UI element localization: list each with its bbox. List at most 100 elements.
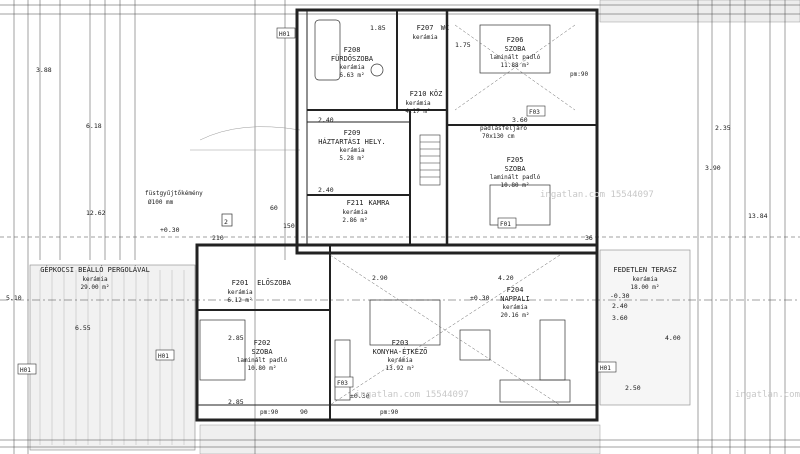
dim: 5.10 [6,294,22,302]
room-label-f203: F203 KONYHA-ÉTKEZŐ kerámia 13.92 m² [373,339,428,372]
room-floor: kerámia [502,304,528,311]
room-label-f202: F202 SZOBA laminált padló 10.80 m² [237,339,288,372]
attic-note: padlásfeljáró [480,125,527,132]
level-mark: +0.30 [160,226,180,234]
room-name: KÖZ [430,89,443,98]
dim: 3.90 [705,164,721,172]
level-mark: -0.30 [610,292,630,300]
outdoor-label-carport: GÉPKOCSI BEÁLLÓ PERGOLÁVAL kerámia 29.00… [40,265,150,291]
dim: 2.50 [625,384,641,392]
room-floor: kerámia [339,64,365,71]
tag-boxes: H01 F03 F01 H01 H01 H01 F03 pm:90 pm:90 … [17,27,617,416]
room-name: HÁZTARTÁSI HELY. [318,137,385,146]
room-label-f207: F207 WC kerámia [412,24,449,41]
room-floor: laminált padló [490,54,541,61]
room-floor: kerámia [387,357,413,364]
room-id: F209 [344,129,361,137]
outdoor-name: GÉPKOCSI BEÁLLÓ PERGOLÁVAL [40,265,150,274]
dim: 2.40 [612,302,628,310]
room-label-f208: F208 FÜRDŐSZOBA kerámia 6.63 m² [331,46,374,79]
dim: 2.90 [372,274,388,282]
room-name: NAPPALI [500,295,530,303]
room-id: F207 [417,24,434,32]
bed-icon [199,319,246,381]
dim: 2.40 [318,186,334,194]
walls [195,8,599,422]
room-id: F202 [254,339,271,347]
room-name: WC [441,24,449,32]
dim: 210 [212,234,224,242]
outdoor-name: FEDETLEN TERASZ [613,266,676,274]
dim: 1.75 [455,41,471,49]
room-label-f206: F206 SZOBA laminált padló 11.88 m² [490,36,541,69]
room-area: 4.17 m² [405,108,430,115]
tag-f03: F03 [529,109,540,116]
room-floor: laminált padló [490,174,541,181]
axis-diagonals [329,24,576,406]
room-id: F204 [507,286,524,294]
dim: 3.60 [512,116,528,124]
bathtub-icon [314,19,341,81]
room-id: F206 [507,36,524,44]
room-id: F210 [410,90,427,98]
dimension-texts: 1.85 1.75 3.60 2.40 2.40 2.85 2.90 4.20 … [6,24,768,416]
room-label-f209: F209 HÁZTARTÁSI HELY. kerámia 5.28 m² [318,129,385,162]
room-area: 10.80 m² [248,365,277,372]
kitchen-counter-icon [334,339,351,401]
dim: 90 [300,408,308,416]
outdoor-area: 29.00 m² [81,284,110,291]
dim: 150 [283,222,295,230]
dim: 2.85 [228,334,244,342]
outdoor-area: 18.00 m² [631,284,660,291]
sink-icon [370,63,384,77]
room-area: 5.28 m² [339,155,364,162]
tag-pm90: pm:90 [380,409,398,416]
chimney-diameter: Ø100 mm [148,199,174,206]
watermark: ingatlan.com 15544097 [355,390,469,400]
room-labels: F208 FÜRDŐSZOBA kerámia 6.63 m² F207 WC … [40,24,676,372]
dim: 36 [585,234,593,242]
sofa-icon [539,319,566,381]
room-area: 6.63 m² [339,72,364,79]
watermark: ingatlan.com [735,390,800,400]
tag-f01: F01 [500,221,511,228]
room-label-f205: F205 SZOBA laminált padló 10.80 m² [490,156,541,189]
dim: 2.40 [318,116,334,124]
dim: 13.84 [748,212,768,220]
outdoor-floor: kerámia [82,276,108,283]
tag-h01: H01 [600,365,611,372]
section-marker-label: 2 [224,218,228,226]
tag-pm90: pm:90 [570,71,588,78]
room-name: FÜRDŐSZOBA [331,54,374,63]
room-name: KAMRA [368,199,390,207]
room-id: F208 [344,46,361,54]
room-name: SZOBA [504,45,526,53]
room-area: 10.80 m² [501,182,530,189]
attic-size: 70x130 cm [482,133,515,140]
outdoor-label-terrace: FEDETLEN TERASZ kerámia 18.00 m² [613,266,676,291]
watermark: ingatlan.com 15544097 [540,190,654,200]
room-name: SZOBA [251,348,273,356]
outdoor-hatch [29,0,800,454]
tag-h01: H01 [20,367,31,374]
dim: 60 [270,204,278,212]
watermarks: ingatlan.com 15544097 ingatlan.com 15544… [355,190,800,400]
room-floor: laminált padló [237,357,288,364]
room-name: KONYHA-ÉTKEZŐ [373,347,428,356]
room-label-f201: F201 ELŐSZOBA kerámia 6.12 m² [227,278,291,304]
dim: 4.00 [665,334,681,342]
room-area: 13.92 m² [386,365,415,372]
dim: 6.18 [86,122,102,130]
level-mark: ±0.30 [350,392,370,400]
dim: 2.35 [715,124,731,132]
dim: 4.20 [498,274,514,282]
dim: 12.62 [86,209,106,217]
room-id: F211 [347,199,364,207]
tag-h01: H01 [158,353,169,360]
dim: 2.85 [228,398,244,406]
room-id: F203 [392,339,409,347]
dim: 6.55 [75,324,91,332]
sofa-icon [499,379,571,403]
room-label-f211: F211 KAMRA kerámia 2.86 m² [342,199,390,224]
